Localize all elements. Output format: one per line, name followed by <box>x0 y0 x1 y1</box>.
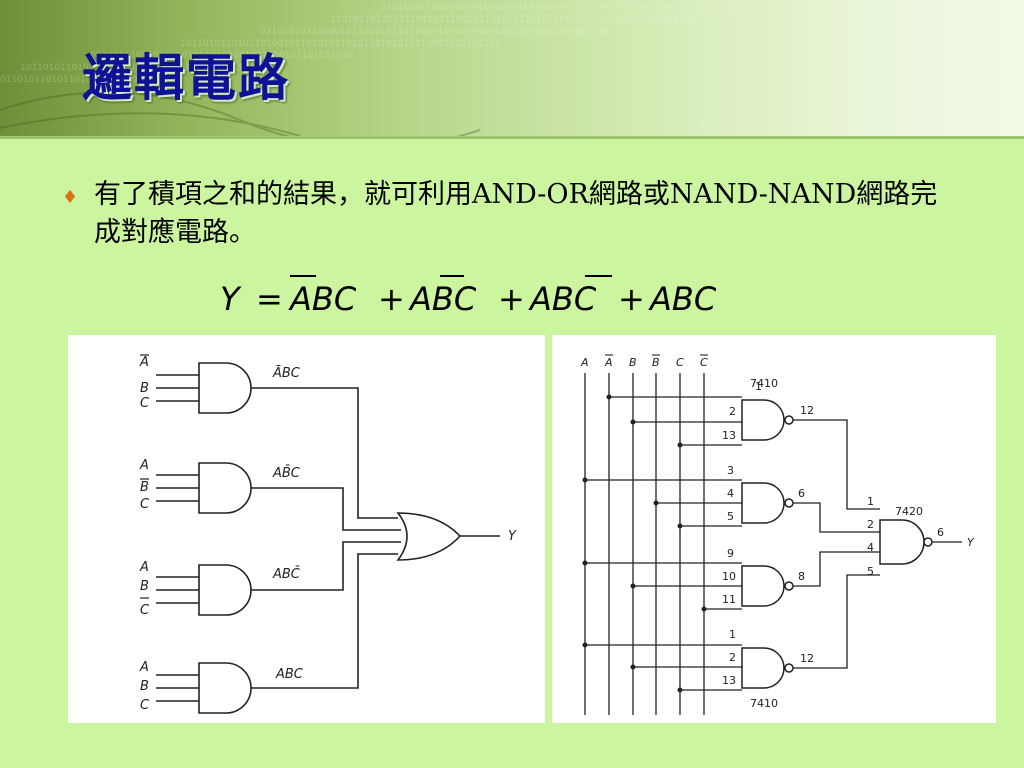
nand-nand-diagram-panel: A A B B C C <box>552 335 996 723</box>
bus-label-a: A <box>580 356 589 369</box>
svg-text:010110011010100101101010110100: 0101100110101001011010101101001011010110… <box>380 3 747 13</box>
nand1-out: 12 <box>800 404 814 417</box>
nand2-pin-3: 3 <box>727 464 734 477</box>
g3-in-a: A <box>139 560 149 575</box>
nand2-pin-4: 4 <box>727 487 734 500</box>
boolean-formula: Y = ABC + ABC + ABC + ABC <box>220 275 717 318</box>
nand3-pin-10: 10 <box>722 570 736 583</box>
g3-in-c: C <box>140 603 150 618</box>
nand-gate-1-bubble <box>784 415 794 425</box>
bullet-text: 有了積項之和的結果，就可利用AND-OR網路或NAND-NAND網路完成對應電路… <box>94 179 938 248</box>
nand4-pin-1: 1 <box>729 628 736 641</box>
g3-in-b: B <box>140 579 149 594</box>
final-pin-4: 4 <box>867 541 874 554</box>
g3-product: ABC̄ <box>272 567 301 582</box>
nand-gate-final <box>879 519 925 565</box>
nand3-pin-9: 9 <box>727 547 734 560</box>
g2-in-c: C <box>140 497 150 512</box>
bus-label-b-bar: B <box>652 356 660 369</box>
g4-in-a: A <box>139 660 149 675</box>
formula-term-3: ABC <box>528 280 597 318</box>
nand-gate-final-bubble <box>923 537 933 547</box>
nand3-out: 8 <box>798 570 805 583</box>
formula-plus-1: + <box>378 280 405 318</box>
g4-in-c: C <box>140 698 150 713</box>
bus-label-a-bar: A <box>604 356 613 369</box>
slide-title: 邏輯電路 <box>82 48 290 107</box>
svg-text:110101101001011010101100101101: 1101011010010110101011001011010101101011… <box>330 15 697 25</box>
formula-term-1: ABC <box>288 280 357 318</box>
formula-term-4: ABC <box>648 280 717 318</box>
nand1-pin-13: 13 <box>722 429 736 442</box>
nand-gate-1 <box>741 399 785 441</box>
nand-gate-2 <box>741 482 785 524</box>
g2-product: AB̄C <box>272 466 301 481</box>
formula-equals: = <box>256 280 283 318</box>
formula-plus-2: + <box>498 280 525 318</box>
final-pin-5: 5 <box>867 565 874 578</box>
svg-text:011010101101001011010101101101: 0110101011010010110101011011010110101101… <box>260 27 610 37</box>
or-gate <box>396 512 500 561</box>
g4-in-b: B <box>140 679 149 694</box>
final-pin-2: 2 <box>867 518 874 531</box>
nand-gate-3 <box>741 565 785 607</box>
final-out: 6 <box>937 526 944 539</box>
and-gate-3 <box>156 541 401 616</box>
bus-label-c-bar: C <box>700 356 708 369</box>
g2-in-b: B <box>140 480 149 495</box>
svg-text:101101011010110100101101011010: 1011010110101101001011010110101011010110… <box>20 63 261 73</box>
g1-in-b: B <box>140 381 149 396</box>
formula-term-2: ABC <box>408 280 477 318</box>
and-or-diagram-panel: A B C ĀBC A B C AB̄C A B C ABC̄ A B C AB… <box>68 335 545 723</box>
final-pin-1: 1 <box>867 495 874 508</box>
g1-product: ĀBC <box>272 366 301 381</box>
nand3-pin-11: 11 <box>722 593 736 606</box>
and-or-diagram: A B C ĀBC A B C AB̄C A B C ABC̄ A B C AB… <box>139 354 517 714</box>
nand-nand-diagram: A A B B C C <box>580 354 975 715</box>
nand2-out: 6 <box>798 487 805 500</box>
svg-text:0110101101011010010110101101: 0110101101011010010110101101 <box>0 75 160 85</box>
nand-gate-2-bubble <box>784 498 794 508</box>
nand4-pin-13: 13 <box>722 674 736 687</box>
and-gate-2 <box>156 462 401 531</box>
nand-gate-3-bubble <box>784 581 794 591</box>
svg-text:101101011010110100101101010110: 1011010110101101001011010101101011010101… <box>180 39 501 49</box>
chip-7420: 7420 <box>895 505 923 518</box>
banner-divider <box>0 136 1024 139</box>
bullet-item: ♦ 有了積項之和的結果，就可利用AND-OR網路或NAND-NAND網路完成對應… <box>62 176 942 252</box>
chip-7410-top: 7410 <box>750 377 778 390</box>
svg-text:011010110100101101011010110101: 0110101101001011010110101101011010101101… <box>90 51 354 61</box>
formula-plus-3: + <box>618 280 645 318</box>
binary-texture: 0101100110101001011010101101001011010110… <box>0 3 747 136</box>
chip-7410-bottom: 7410 <box>750 697 778 710</box>
and-gate-4 <box>156 553 398 714</box>
nand4-pin-2: 2 <box>729 651 736 664</box>
nand2-pin-5: 5 <box>727 510 734 523</box>
and-gate-1 <box>156 362 398 519</box>
nand1-pin-1: 1 <box>755 380 762 393</box>
nand-output-y: Y <box>967 536 975 549</box>
g1-in-c: C <box>140 396 150 411</box>
nand-gate-4-bubble <box>784 663 794 673</box>
g4-product: ABC <box>275 667 304 682</box>
bus-label-b: B <box>629 356 637 369</box>
g2-in-a: A <box>139 458 149 473</box>
title-banner: 0101100110101001011010101101001011010110… <box>0 0 1024 136</box>
diamond-bullet-icon: ♦ <box>62 187 79 208</box>
nand4-out: 12 <box>800 652 814 665</box>
bus-label-c: C <box>676 356 684 369</box>
nand-gate-4 <box>741 647 785 689</box>
nand1-pin-2: 2 <box>729 405 736 418</box>
formula-lhs: Y <box>220 280 242 318</box>
or-output-y: Y <box>508 529 517 544</box>
g1-in-a: A <box>139 355 149 370</box>
